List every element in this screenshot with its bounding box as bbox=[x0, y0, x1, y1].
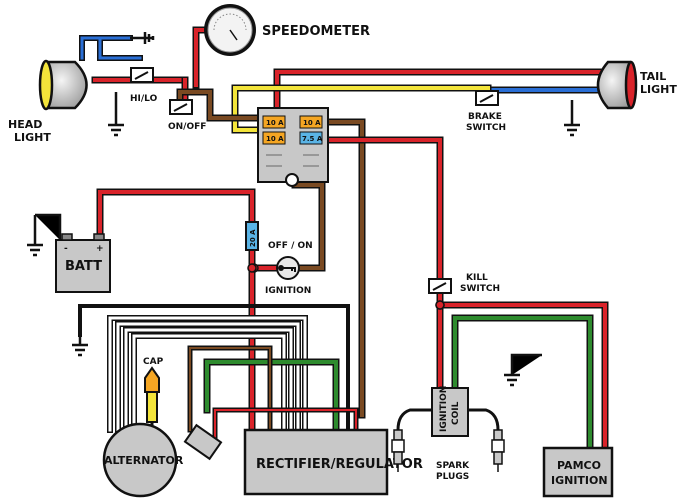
hilo-switch bbox=[130, 67, 154, 83]
brake-switch-label-2: SWITCH bbox=[466, 123, 506, 133]
alternator bbox=[102, 422, 178, 498]
wires bbox=[78, 26, 609, 452]
headlight-label-2: LIGHT bbox=[14, 131, 51, 144]
taillight-lamp bbox=[596, 60, 638, 110]
spark-plug-left bbox=[391, 429, 405, 472]
ground-symbols bbox=[27, 32, 580, 387]
taillight-label-1: TAIL bbox=[640, 70, 666, 83]
junction-dots bbox=[247, 263, 445, 310]
pickup-sensor bbox=[183, 423, 223, 461]
brake-switch bbox=[475, 90, 499, 106]
ignition-switch-label: IGNITION bbox=[265, 286, 311, 296]
ignition-coil-label-1: IGNITION bbox=[439, 386, 449, 432]
spark-plugs-label-2: PLUGS bbox=[436, 472, 469, 482]
pamco-label-1: PAMCO bbox=[557, 459, 601, 472]
kill-switch-label-2: SWITCH bbox=[460, 284, 500, 294]
onoff-switch bbox=[169, 99, 193, 115]
fuse-b-label: 10 A bbox=[303, 119, 321, 127]
rectifier-regulator bbox=[243, 428, 389, 496]
svg-text:+: + bbox=[96, 244, 104, 254]
fuse-c-label: 10 A bbox=[266, 135, 284, 143]
fuse-box bbox=[257, 107, 329, 187]
fuse-d-label: 7.5 A bbox=[302, 135, 323, 143]
offon-label: OFF / ON bbox=[268, 241, 313, 251]
inline-fuse-label: 20 A bbox=[249, 229, 257, 247]
speedometer-gauge bbox=[204, 4, 256, 56]
ignition-coil-label-2: COIL bbox=[451, 401, 461, 425]
rectifier-label: RECTIFIER/REGULATOR bbox=[256, 457, 423, 472]
spark-plugs-label-1: SPARK bbox=[436, 461, 470, 471]
speedometer-label: SPEEDOMETER bbox=[262, 24, 370, 39]
alternator-label: ALTERNATOR bbox=[104, 454, 184, 467]
headlight-label-1: HEAD bbox=[8, 118, 42, 131]
headlight-lamp bbox=[38, 59, 88, 111]
pamco-label-2: IGNITION bbox=[551, 474, 608, 487]
hilo-label: HI/LO bbox=[130, 94, 158, 104]
taillight-label-2: LIGHT bbox=[640, 83, 677, 96]
brake-switch-label-1: BRAKE bbox=[468, 112, 502, 122]
battery: - + bbox=[55, 233, 111, 293]
pamco-ignition-module bbox=[542, 446, 614, 498]
ignition-coil bbox=[431, 387, 469, 437]
spark-plug-right bbox=[491, 429, 505, 472]
kill-switch-label-1: KILL bbox=[466, 273, 488, 283]
fuse-a-label: 10 A bbox=[266, 119, 284, 127]
cap-label: CAP bbox=[143, 357, 164, 367]
capacitor bbox=[144, 366, 160, 423]
battery-label: BATT bbox=[65, 259, 102, 274]
inline-fuse bbox=[245, 221, 259, 251]
svg-text:-: - bbox=[64, 244, 68, 254]
onoff-label: ON/OFF bbox=[168, 122, 206, 132]
